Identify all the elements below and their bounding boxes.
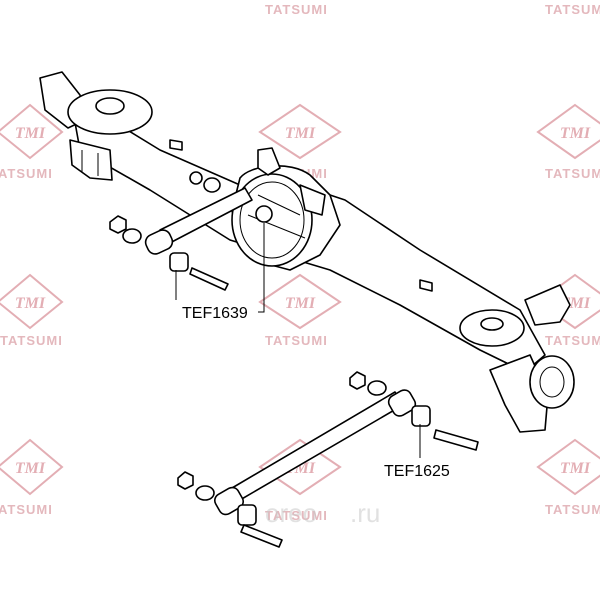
tmi-logo-watermark: TMI	[0, 438, 64, 496]
diff-washer	[189, 171, 203, 185]
watermark-text: TATSUMI	[545, 333, 600, 348]
tmi-logo-watermark: TMI	[536, 438, 600, 496]
site-watermark: oreo .ru	[265, 498, 380, 528]
lower-control-link	[177, 371, 479, 548]
upper-washer	[122, 228, 142, 244]
part-label-upper: TEF1639	[182, 305, 248, 322]
watermark-text: TATSUMI	[265, 333, 328, 348]
tmi-logo-text: TMI	[285, 295, 316, 312]
front-nut	[349, 371, 366, 390]
differential-cover	[231, 173, 313, 267]
site-watermark-name: oreo	[265, 498, 317, 528]
watermark-text: TATSUMI	[0, 166, 53, 181]
rear-axle-housing	[39, 71, 575, 433]
rear-nut	[177, 471, 194, 490]
tmi-logo-text: TMI	[15, 125, 46, 142]
right-flange	[529, 355, 575, 409]
lower-link-rear-eye	[214, 486, 244, 516]
tmi-logo-watermark: TMI	[258, 103, 342, 160]
tmi-logo-text: TMI	[285, 125, 316, 142]
watermark-text: TATSUMI	[0, 502, 53, 517]
upper-control-link	[109, 171, 253, 291]
upper-link-bushing-end	[144, 229, 174, 255]
watermark-text: TATSUMI	[545, 166, 600, 181]
tmi-logo-watermark: TMI	[0, 103, 64, 160]
diff-nut	[203, 177, 221, 193]
upper-bushing	[169, 252, 189, 272]
rear-bushing	[237, 504, 257, 526]
rear-washer	[195, 485, 215, 501]
tmi-logo-text: TMI	[560, 460, 591, 477]
callout-tef1639: TEF1639	[175, 223, 265, 322]
watermark-text: TATSUMI	[265, 508, 328, 523]
left-bracket	[69, 139, 113, 181]
tmi-logo-text: TMI	[15, 460, 46, 477]
upper-bolt	[189, 267, 229, 291]
watermark-text: TATSUMI	[0, 333, 63, 348]
front-washer	[367, 380, 387, 396]
lower-bushing	[411, 405, 431, 427]
watermark-text: TATSUMI	[545, 2, 600, 17]
watermark-text: TATSUMI	[545, 502, 600, 517]
right-bracket	[524, 284, 571, 326]
tmi-logo-text: TMI	[560, 125, 591, 142]
bushing-mount-upper	[255, 205, 273, 223]
part-label-lower: TEF1625	[384, 463, 450, 480]
lower-link-front-eye	[387, 389, 417, 417]
upper-nut	[109, 215, 127, 234]
front-bolt	[433, 429, 479, 451]
site-watermark-tld: .ru	[350, 498, 380, 528]
callout-tef1625: TEF1625	[384, 424, 450, 480]
tmi-logo-watermark: TMI	[0, 273, 64, 330]
lower-link-arm	[231, 391, 404, 501]
tmi-logo-watermark: TMI	[258, 273, 342, 330]
watermark-text: TATSUMI	[265, 2, 328, 17]
tmi-logo-text: TMI	[15, 295, 46, 312]
rear-bolt	[240, 524, 283, 548]
tmi-logo-watermark: TMI	[536, 103, 600, 160]
